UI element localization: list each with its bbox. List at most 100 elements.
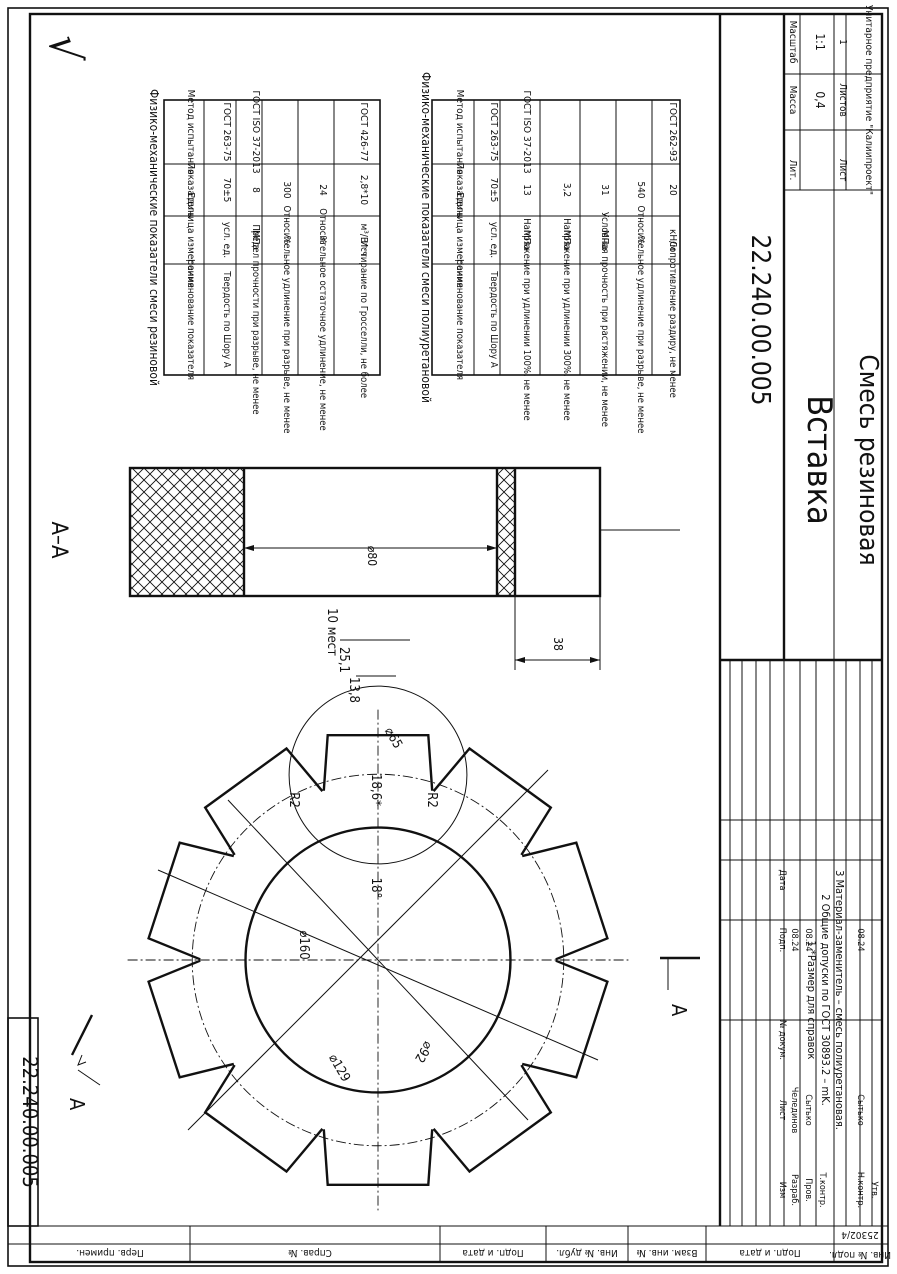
dim-d92: ⌀92	[411, 1039, 435, 1065]
table-header-cell: Наименование показателя	[454, 259, 465, 380]
dim-r2a: R2	[286, 792, 301, 808]
tb-sheets-label: Листов	[837, 83, 848, 117]
table-cell: Сопротивление раздиру, не менее	[667, 241, 678, 398]
tb-sheet-label: Лист	[837, 159, 848, 182]
dim-w25-1: 25,1	[336, 647, 351, 673]
dim-d18-6: 18,6*	[368, 774, 383, 806]
tb-sign-cell: Изм	[777, 1182, 787, 1198]
table-cell: %	[317, 236, 328, 245]
table-header-cell: Единица измерения	[185, 192, 196, 287]
tb-scale-label: Масштаб	[787, 21, 799, 64]
tb-sign-cell: Дата	[777, 870, 787, 891]
table-cell: ГОСТ ISO 37-2013	[521, 90, 532, 173]
table-header-cell: Показатель	[454, 162, 465, 217]
section-view: А–А ⌀80 38	[46, 466, 680, 670]
section-label: А–А	[46, 522, 71, 559]
tb-material: Смесь резиновая	[853, 354, 883, 565]
tb-sign-cell: Разраб.	[789, 1174, 800, 1206]
stamp-sprav-no: Справ. №	[288, 1247, 332, 1258]
tb-sign-cell: 08.24	[803, 928, 813, 951]
detail-circle	[288, 685, 468, 865]
table-cell: 13	[521, 184, 532, 195]
stamp-vzam-inv: Взам. инв. №	[636, 1247, 697, 1258]
dim-d160: ⌀160	[296, 930, 311, 959]
table-cell: ГОСТ 426-77	[358, 102, 369, 161]
dim-d65: ⌀65	[381, 725, 405, 751]
table-cell: ГОСТ 263-75	[221, 102, 232, 161]
table-cell: Истирание по Гросселли, не более	[358, 241, 369, 398]
tb-sign-cell: Сытько	[803, 1094, 813, 1125]
tb-sign-cell: Т.контр.	[817, 1171, 827, 1207]
table-cell: ГОСТ 262-93	[667, 102, 678, 161]
table-cell: Относительное удлинение при разрыве, не …	[635, 205, 646, 433]
table-cell: Твердость по Шору А	[488, 270, 499, 368]
dim-w13-8: 13,8	[346, 677, 361, 703]
table-cell: 540	[635, 181, 646, 198]
table-cell: 31	[599, 184, 610, 195]
table-title: Физико-механические показатели смеси рез…	[147, 89, 161, 386]
table-header-cell: Показатель	[185, 162, 196, 217]
title-block: 22.240.00.005 Вставка Смесь резиновая Ли…	[718, 5, 883, 1226]
tb-name: Вставка	[799, 395, 839, 525]
tb-organization: Унитарное предприятие "Калиипроект"	[863, 5, 874, 195]
d129-leader	[157, 869, 599, 1061]
table-cell: Напряжение при удлинении 100%, не менее	[521, 218, 532, 421]
table-cell: МПа	[521, 230, 532, 250]
table-header-cell: Метод испытания	[454, 90, 465, 175]
stamp-inv-dubl: Инв. № дубл.	[556, 1247, 618, 1259]
table-cell: 20	[667, 184, 678, 196]
table-border	[431, 99, 681, 376]
dim-r2b: R2	[424, 792, 439, 808]
section-hatch-bottom	[496, 467, 516, 597]
table-cell: м³/Вт·ч	[358, 223, 369, 256]
tb-sign-cell: № докум.	[777, 1020, 787, 1060]
dim-h38: 38	[551, 637, 565, 651]
rubber-properties-table: Физико-механические показатели смеси рез…	[147, 89, 381, 434]
roughness-check-mark: √	[39, 35, 90, 61]
table-cell: 70±5	[488, 178, 499, 203]
d92-leader	[227, 799, 529, 1121]
table-cell: ГОСТ 263-75	[488, 102, 499, 161]
table-cell: ГОСТ ISO 37-2013	[250, 90, 261, 173]
table-border	[163, 99, 381, 376]
tb-sheets: 1	[837, 39, 848, 45]
tb-sign-cell: Лист	[777, 1100, 787, 1121]
binding-strip: Перв. примен. Справ. № Подп. и дата Инв.…	[8, 1225, 891, 1262]
section-hatch-top	[129, 467, 245, 597]
stamp-podp-data-2: Подп. и дата	[739, 1247, 800, 1258]
note-line: 2 Общие допуски по ГОСТ 30893.2 – mK.	[819, 894, 832, 1106]
tb-sign-cell: Утв.	[869, 1182, 879, 1199]
tb-sign-cell: Сытько	[855, 1094, 865, 1125]
stamp-inv-podl: Инв. № подл.	[829, 1249, 891, 1260]
cut-label-top: А	[65, 1098, 89, 1111]
table-cell: 3,2	[561, 183, 572, 197]
tb-sign-cell: Пров.	[803, 1178, 813, 1202]
table-title: Физико-механические показатели смеси пол…	[419, 72, 433, 403]
table-cell: МПа	[561, 230, 572, 250]
table-cell: Твердость по Шору А	[221, 270, 232, 368]
table-cell: усл. ед.	[488, 222, 499, 258]
tb-sign-cell: Челединов	[789, 1087, 799, 1134]
tb-scale: 1:1	[813, 33, 827, 50]
tb-sign-cell: 08.24	[855, 928, 865, 951]
table-cell: 24	[317, 184, 328, 196]
tb-designation: 22.240.00.005	[745, 234, 775, 405]
table-cell: 300	[281, 181, 292, 198]
table-cell: %	[281, 236, 292, 245]
table-cell: 70±5	[221, 178, 232, 203]
section-cut-markers: А А	[65, 956, 700, 1111]
tb-sign-cell: Н.контр.	[855, 1172, 865, 1208]
table-cell: Относительное остаточное удлинение, не м…	[317, 208, 328, 431]
note-line: 1 *Размер для справок	[805, 940, 818, 1059]
table-cell: МПа	[599, 230, 610, 250]
table-cell: %	[635, 236, 646, 245]
table-header-cell: Метод испытания	[185, 90, 196, 175]
table-cell: Напряжение при удлинении 300%, не менее	[561, 218, 572, 421]
table-cell: 8	[250, 187, 261, 193]
tb-mass: 0,4	[813, 91, 827, 108]
table-cell: МПа	[250, 230, 261, 250]
table-cell: усл. ед.	[221, 222, 232, 258]
code-stamp: 22.240.00.005	[18, 1056, 42, 1188]
